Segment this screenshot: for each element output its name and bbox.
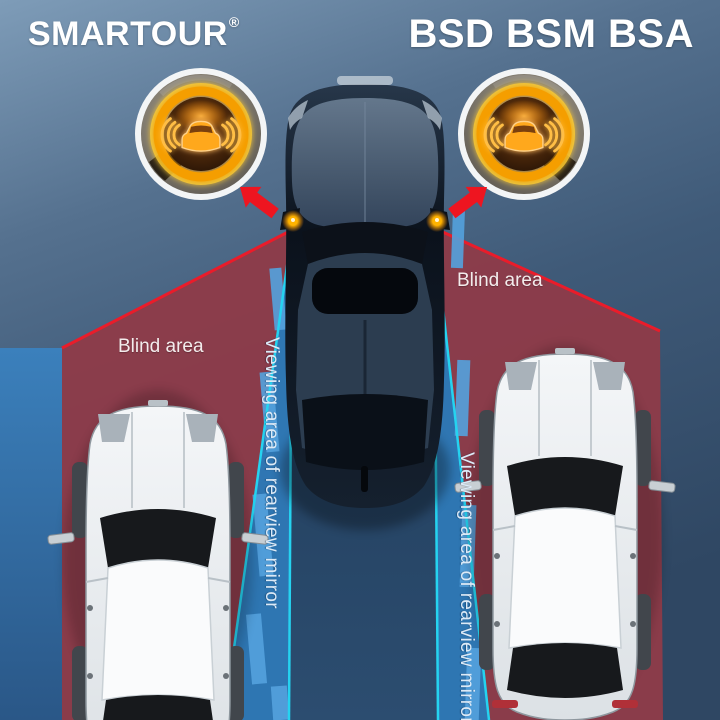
brand-name: SMARTOUR: [28, 15, 228, 53]
rear-window: [302, 394, 428, 470]
right-mirror-bsd-indicator: [458, 68, 590, 200]
sunroof: [312, 268, 418, 314]
windshield: [302, 222, 428, 264]
brand-logo: SMARTOUR®: [28, 14, 240, 54]
blind-area-right-border: [433, 226, 661, 333]
windshield-glare: [337, 76, 393, 85]
viewing-area-label-left: Viewing area of rearview mirror: [261, 337, 282, 609]
blind-area-left-border: [61, 228, 293, 350]
tail-light-left: [492, 700, 518, 708]
page-title: BSD BSM BSA: [408, 12, 694, 56]
registered-trademark-symbol: ®: [228, 14, 240, 30]
lane-dashes-left: [245, 267, 290, 720]
blind-area-label-left: Blind area: [118, 336, 204, 357]
viewing-area-label-right: Viewing area of rearview mirror: [456, 452, 477, 720]
tail-light-right: [612, 700, 638, 708]
left-lane-road: [0, 348, 62, 720]
host-car: [280, 76, 450, 530]
headlight-right: [422, 100, 442, 130]
shark-fin-antenna: [361, 466, 368, 492]
headlight-left: [288, 100, 308, 130]
left-mirror-bsd-indicator: [135, 68, 267, 200]
blind-area-label-right: Blind area: [457, 270, 543, 291]
